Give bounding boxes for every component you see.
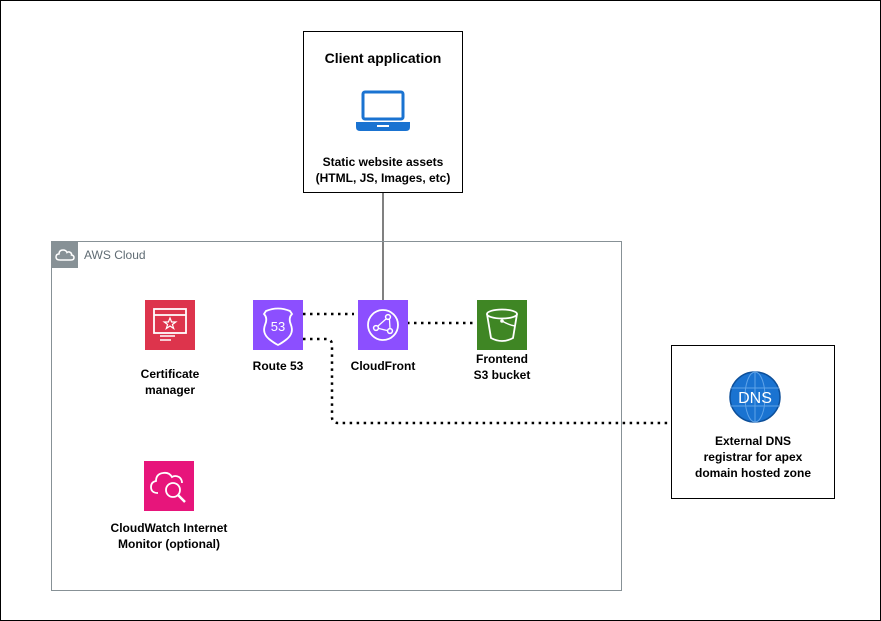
certificate-manager-label: Certificate manager: [140, 367, 200, 397]
certificate-manager-tile: [145, 300, 195, 350]
static-assets-caption: Static website assets (HTML, JS, Images,…: [315, 155, 451, 185]
route53-icon-text: 53: [271, 319, 285, 334]
external-dns-box: DNS External DNS registrar for apex doma…: [671, 345, 835, 499]
s3-bucket-icon: [477, 300, 527, 350]
s3-tile: [477, 300, 527, 350]
external-dns-label: External DNS registrar for apex domain h…: [694, 434, 811, 480]
laptop-icon: [356, 90, 410, 131]
aws-cloud-badge: [52, 242, 78, 268]
cloudwatch-internet-monitor-label: CloudWatch Internet Monitor (optional): [110, 521, 228, 551]
client-application-title: Client application: [324, 50, 442, 66]
dns-icon-text: DNS: [738, 390, 772, 407]
aws-cloud-label: AWS Cloud: [84, 248, 146, 262]
cloudfront-label: CloudFront: [350, 359, 416, 373]
route53-label: Route 53: [252, 359, 304, 373]
cloudfront-tile: [358, 300, 408, 350]
cloud-icon: [55, 249, 75, 261]
internet-monitor-tile: [144, 461, 194, 511]
client-application-box: Client application Static website assets…: [303, 31, 463, 193]
route53-icon: 53: [253, 300, 303, 350]
certificate-manager-icon: [145, 300, 195, 350]
dns-globe-icon: DNS: [729, 371, 781, 423]
cloudfront-icon: [358, 300, 408, 350]
s3-bucket-label: Frontend S3 bucket: [473, 352, 531, 382]
cloudwatch-internet-monitor-icon: [144, 461, 194, 511]
aws-cloud-group: AWS Cloud: [51, 241, 622, 591]
